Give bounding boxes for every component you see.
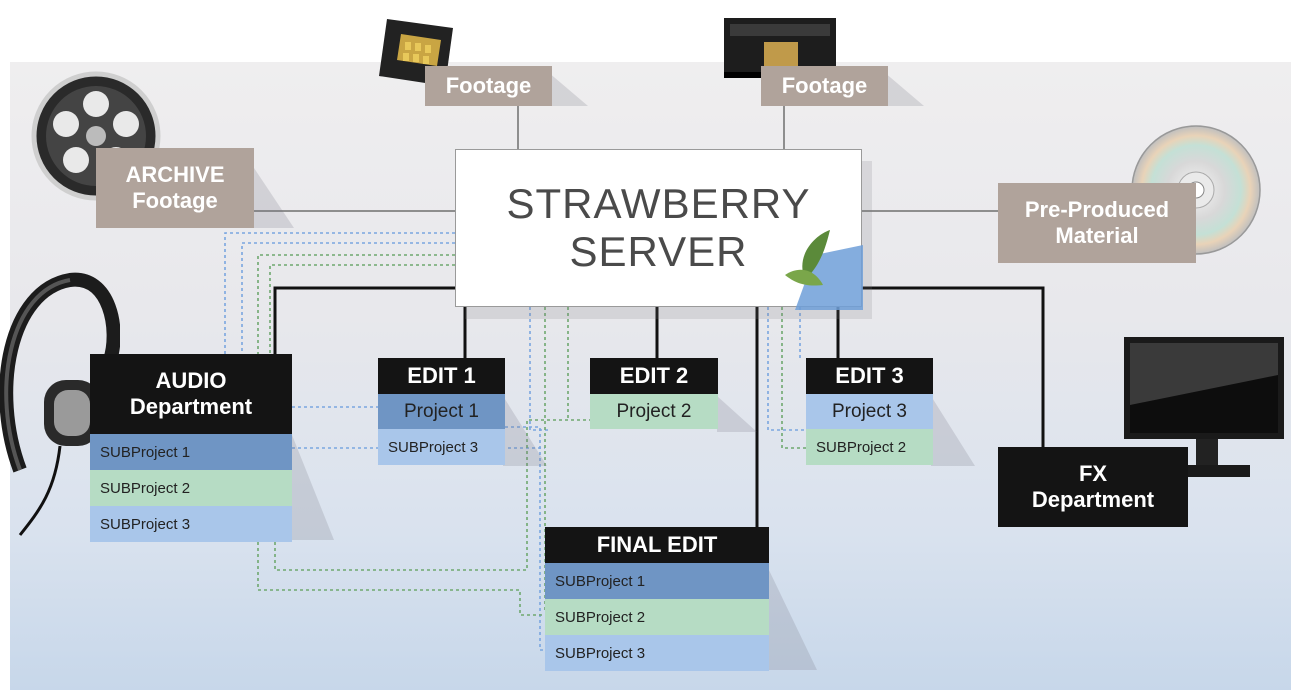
audio-title-line2: Department [129,394,253,419]
dotted-green-line [269,264,455,355]
audio-department: AUDIO Department SUBProject 1 SUBProject… [90,354,292,542]
archive-line1: ARCHIVE [125,161,225,187]
dotted-blue-line [529,307,548,431]
audio-subproject-1: SUBProject 1 [90,434,292,470]
headphones-icon [0,272,120,536]
fx-title-line1: FX [1078,460,1108,486]
final-edit-subproject-1: SUBProject 1 [545,563,769,599]
archive-line2: Footage [132,188,218,213]
dotted-green-line [257,542,548,616]
audio-subproject-3: SUBProject 3 [90,506,292,542]
memory-card-icon [379,19,453,86]
dotted-green-line [781,307,806,449]
footage-tape-label: Footage [761,66,888,106]
final-edit-header: FINAL EDIT [545,527,769,563]
edit1-project: Project 1 [378,394,505,429]
fx-department: FX Department [998,447,1188,527]
audio-subproject-2: SUBProject 2 [90,470,292,506]
dotted-blue-line [224,232,455,355]
preproduced-line1: Pre-Produced [1024,196,1170,222]
edit2-project: Project 2 [590,394,718,429]
final-edit-subproject-3: SUBProject 3 [545,635,769,671]
dotted-blue-line [241,242,455,355]
edit3-header: EDIT 3 [806,358,933,394]
preproduced-line2: Material [1055,223,1139,248]
edit2-box: EDIT 2 Project 2 [590,358,718,429]
edit2-header: EDIT 2 [590,358,718,394]
dotted-green-line [274,419,590,571]
strawberry-leaf-icon [785,230,863,310]
edit3-project: Project 3 [806,394,933,429]
final-edit-box: FINAL EDIT SUBProject 1 SUBProject 2 SUB… [545,527,769,671]
video-cassette-icon [724,18,836,78]
edit1-header: EDIT 1 [378,358,505,394]
server-title-line1: STRAWBERRY [506,179,811,227]
fx-link [860,286,1045,447]
archive-footage-label: ARCHIVE Footage [96,148,254,228]
edit1-box: EDIT 1 Project 1 SUBProject 3 [378,358,505,465]
dotted-blue-line [505,426,548,651]
preproduced-material-label: Pre-Produced Material [998,183,1196,263]
dotted-blue-line [767,307,806,431]
edit1-subproject: SUBProject 3 [378,429,505,465]
edit3-box: EDIT 3 Project 3 SUBProject 2 [806,358,933,465]
audio-link [273,286,455,355]
dotted-green-line [257,254,455,355]
final-edit-subproject-2: SUBProject 2 [545,599,769,635]
footage-card-label: Footage [425,66,552,106]
edit3-subproject: SUBProject 2 [806,429,933,465]
server-title-line2: SERVER [569,228,748,275]
fx-title-line2: Department [1031,487,1155,512]
audio-title-line1: AUDIO [155,367,227,393]
audio-header: AUDIO Department [90,354,292,434]
